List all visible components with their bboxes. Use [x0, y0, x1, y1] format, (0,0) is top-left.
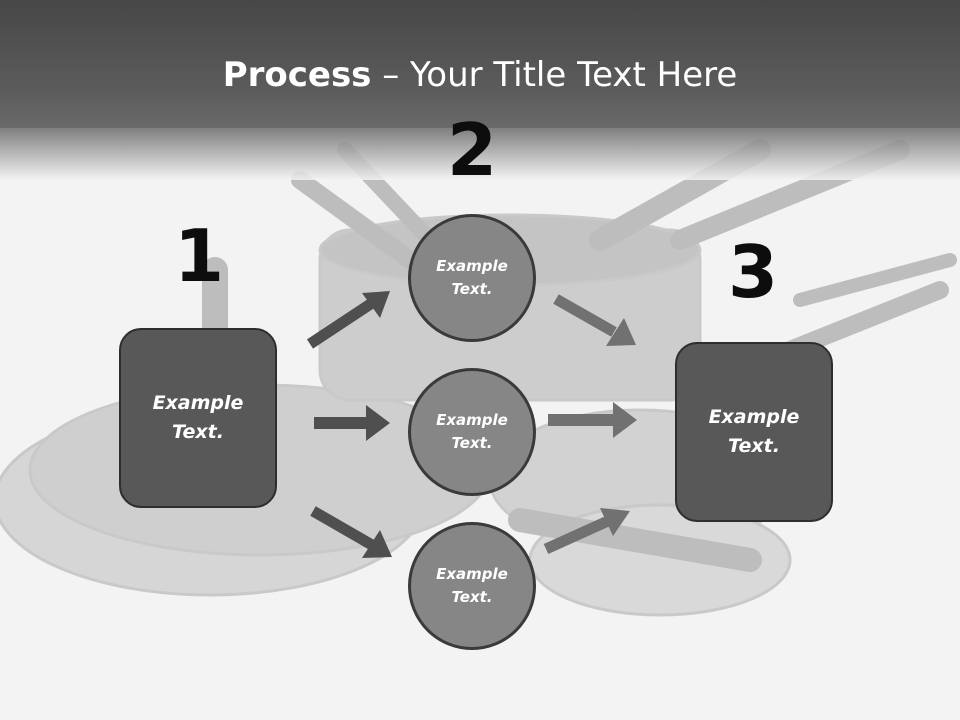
- step-box-1: Example Text.: [119, 328, 277, 508]
- step-box-1-text: Example Text.: [152, 392, 244, 443]
- page-title: Process – Your Title Text Here: [0, 52, 960, 98]
- step-circle-bottom-text: Example Text.: [436, 565, 508, 606]
- step-circle-top-text: Example Text.: [436, 257, 508, 298]
- title-rest: – Your Title Text Here: [371, 55, 738, 95]
- step-circle-middle: Example Text.: [408, 368, 536, 496]
- step-circle-middle-text: Example Text.: [436, 411, 508, 452]
- step-number-2: 2: [446, 108, 498, 192]
- step-box-3-text: Example Text.: [708, 406, 800, 457]
- step-circle-bottom: Example Text.: [408, 522, 536, 650]
- step-number-3: 3: [727, 230, 779, 314]
- step-box-3: Example Text.: [675, 342, 833, 522]
- title-bold: Process: [222, 55, 372, 95]
- step-circle-top: Example Text.: [408, 214, 536, 342]
- step-number-1: 1: [173, 214, 225, 298]
